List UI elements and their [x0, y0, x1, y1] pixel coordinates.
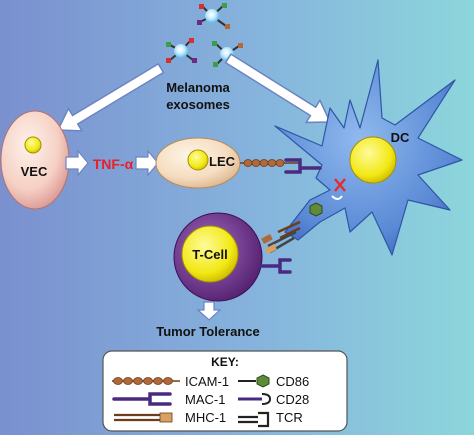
lec-nucleus — [187, 149, 209, 171]
key-label-icam-1: ICAM-1 — [185, 374, 229, 389]
cd28-binding — [331, 195, 343, 200]
arrow-exosomes-to-vec — [56, 62, 165, 132]
vec-cell: VEC — [0, 110, 70, 210]
dc-label: DC — [391, 130, 410, 145]
key-label-tcr: TCR — [276, 410, 303, 425]
mhc-1-tcr-link — [261, 220, 301, 254]
blocked-x-icon — [334, 178, 346, 192]
icam-1-icon — [112, 377, 180, 385]
vec-nucleus — [24, 136, 42, 154]
lec-cell: LEC — [155, 137, 241, 189]
arrow-exosomes-to-dc — [224, 53, 332, 124]
lec-label: LEC — [209, 154, 236, 169]
mac-1-dc — [284, 158, 322, 174]
key-label-mac-1: MAC-1 — [185, 392, 225, 407]
cd86-dc — [309, 202, 323, 217]
key-title: KEY: — [211, 355, 239, 369]
arrow-to-tumor-tolerance — [196, 301, 222, 321]
t-cell: T-Cell — [173, 212, 263, 302]
tnf-alpha-label: TNF-α — [93, 156, 134, 172]
mac-1-tcell — [258, 258, 292, 274]
vec-label: VEC — [21, 164, 48, 179]
melanoma-exosome-top — [197, 3, 230, 29]
cd28-icon — [238, 393, 272, 405]
key-label-mhc-1: MHC-1 — [185, 410, 226, 425]
mhc-1-icon — [114, 412, 173, 423]
t-cell-nucleus — [181, 225, 239, 283]
key-label-cd86: CD86 — [276, 374, 309, 389]
arrow-tnf-to-lec — [135, 149, 159, 177]
tcr-icon — [238, 411, 270, 428]
key-label-cd28: CD28 — [276, 392, 309, 407]
melanoma-exosome-left — [166, 38, 197, 63]
t-cell-label: T-Cell — [192, 247, 227, 262]
cd86-icon — [238, 374, 270, 388]
melanoma-exosome-right — [212, 41, 243, 67]
exosome-label-line2: exosomes — [166, 97, 230, 112]
tumor-tolerance-label: Tumor Tolerance — [156, 324, 260, 339]
icam-1-lec-dc — [240, 159, 300, 167]
mac-1-icon — [112, 392, 172, 406]
key-legend: KEY: ICAM-1 CD86 MAC-1 CD28 — [102, 350, 348, 432]
exosome-label-line1: Melanoma — [166, 80, 230, 95]
dc-nucleus — [349, 136, 397, 184]
arrow-vec-to-tnf — [65, 149, 89, 177]
